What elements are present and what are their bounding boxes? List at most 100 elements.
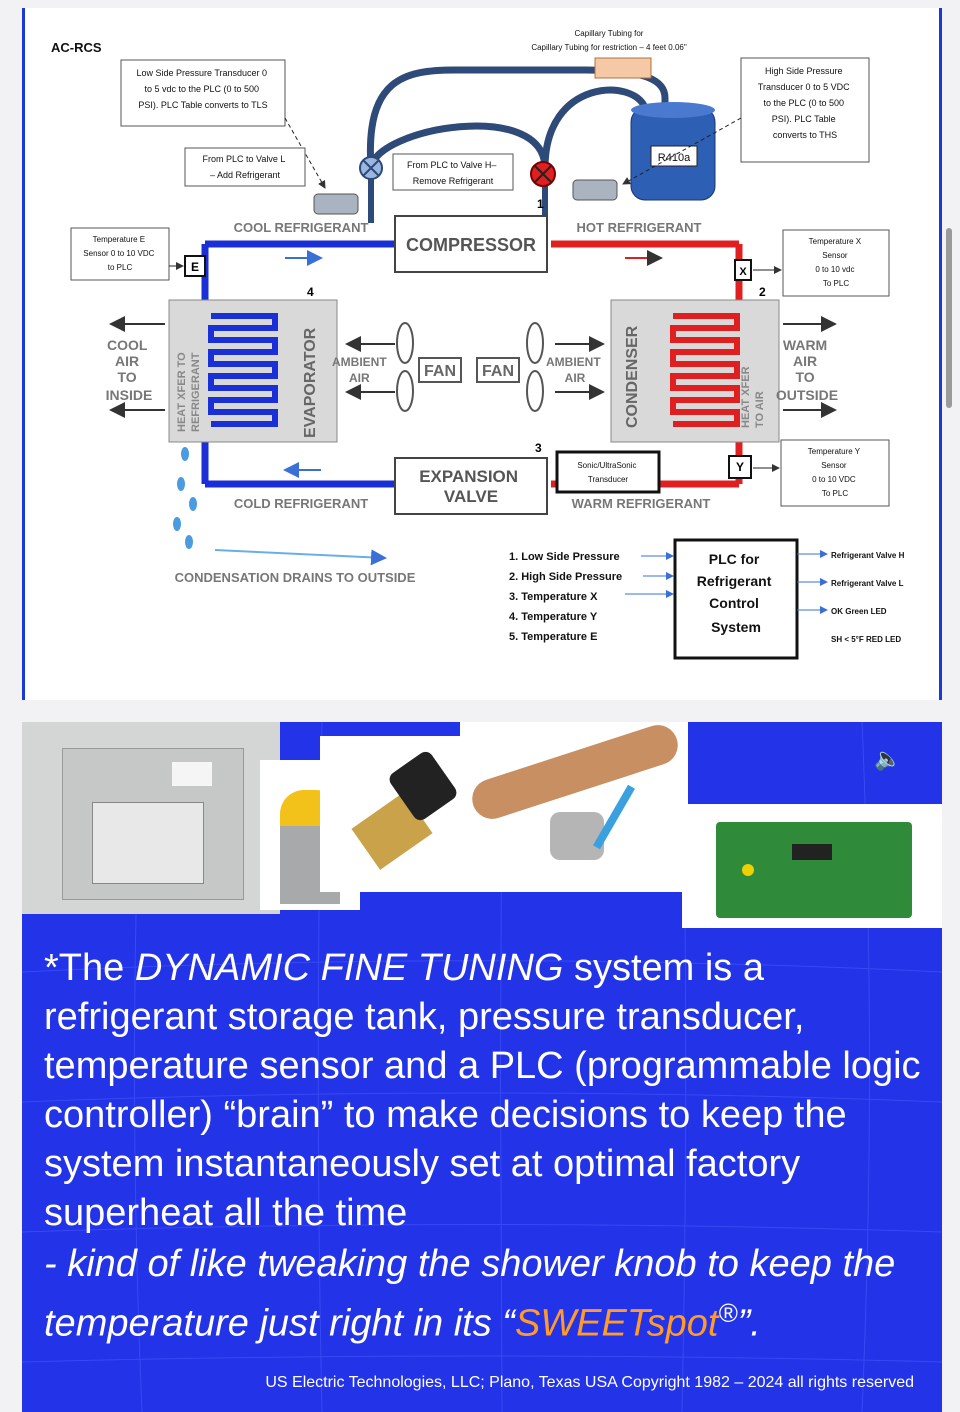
temp-y-line: To PLC — [822, 489, 848, 498]
svg-text:EXPANSION VALVE: EXPANSION VALVE — [419, 467, 523, 506]
fan-left-icon — [396, 322, 414, 412]
fan-right-box — [476, 357, 520, 383]
cool-air-line: TO — [117, 369, 136, 385]
water-drops-icon — [173, 447, 197, 549]
sensor-y-marker — [728, 455, 752, 479]
svg-text:From PLC to Valve H– Remov: From PLC to Valve H– Remove Refrigerant — [407, 160, 499, 186]
temp-e-callout — [70, 227, 170, 281]
plc-box-line: System — [711, 619, 761, 635]
plc-output: Refrigerant Valve L — [831, 579, 904, 588]
low-side-line: PSI). PLC Table converts to TLS — [138, 100, 267, 110]
temp-x-line: Temperature X — [809, 237, 862, 246]
warm-air-line: OUTSIDE — [776, 387, 838, 403]
fan-left-box — [418, 357, 462, 383]
hx-left-line-2: REFRIGERANT — [190, 352, 202, 432]
capillary-tube — [366, 66, 669, 169]
cool-air-line: INSIDE — [106, 387, 153, 403]
svg-text:Temperature X Sensor 0: Temperature X Sensor 0 to 10 vdc To PLC — [809, 237, 864, 288]
temp-e-line: to PLC — [108, 263, 133, 272]
hot-refrigerant-label: HOT REFRIGERANT — [577, 220, 702, 235]
sweetspot-text: SWEETspot — [514, 1302, 719, 1345]
high-side-line: converts to THS — [773, 130, 837, 140]
capillary-restriction — [594, 57, 652, 79]
plc-module-photo — [22, 722, 280, 914]
low-side-transducer-icon — [313, 193, 359, 215]
cool-refrigerant-label: COOL REFRIGERANT — [234, 220, 369, 235]
cool-air-line: AIR — [115, 353, 139, 369]
circuit-board-photo — [682, 804, 942, 928]
plc-input: 5. Temperature E — [509, 631, 597, 643]
plc-box-line: Refrigerant — [697, 573, 772, 589]
temp-x-line: Sensor — [822, 251, 848, 260]
description-end: ”. — [737, 1302, 761, 1345]
pressure-transducer-photo — [320, 736, 470, 892]
warm-air-line: WARM — [783, 337, 827, 353]
description-slide: 🔈 *The DYNAMIC FINE TUNING system is a r… — [22, 722, 942, 1412]
svg-text:Temperature Y Sensor 0: Temperature Y Sensor 0 to 10 VDC To PLC — [808, 447, 862, 498]
svg-text:COOL AIR TO INSIDE: COOL AIR TO INSIDE — [106, 337, 153, 403]
fan-right-label: FAN — [482, 363, 514, 380]
tank-label: R410a — [658, 152, 691, 164]
fan-left-label: FAN — [424, 363, 456, 380]
hx-right-line-1: HEAT XFER — [740, 366, 752, 428]
description-em: DYNAMIC FINE TUNING — [134, 947, 564, 989]
valve-l-callout — [184, 147, 306, 187]
valve-l-line: – Add Refrigerant — [210, 170, 281, 180]
sensor-x-marker — [734, 259, 752, 281]
diagram-slide: AC-RCS Capillary Tubing for Capillary Tu… — [22, 8, 942, 700]
condenser-label: CONDENSER — [624, 325, 641, 428]
high-side-line: PSI). PLC Table — [772, 114, 836, 124]
valve-l-line: From PLC to Valve L — [202, 154, 285, 164]
evaporator-housing — [168, 299, 338, 443]
condensation-label: CONDENSATION DRAINS TO OUTSIDE — [175, 570, 416, 585]
svg-text:WARM AIR TO OUTSID: WARM AIR TO OUTSIDE — [776, 337, 838, 403]
compressor-label: COMPRESSOR — [406, 235, 536, 255]
expansion-line: EXPANSION — [419, 467, 518, 486]
capillary-label: Capillary Tubing for restriction – 4 fee… — [531, 43, 687, 52]
svg-text:AMBIENT AIR AMBIENT: AMBIENT AIR AMBIENT AIR — [332, 355, 604, 385]
temp-e-line: Sensor 0 to 10 VDC — [83, 249, 154, 258]
condenser-housing — [610, 299, 780, 443]
plc-box — [673, 538, 799, 660]
sensor-e-label: E — [191, 260, 199, 274]
sonic-transducer-box — [555, 450, 661, 494]
plc-input: 2. High Side Pressure — [509, 571, 622, 583]
svg-text:Low Side Pressure Transducer 0: Low Side Pressure Transducer 0 to 5 vdc … — [136, 68, 269, 110]
valve-h-line: Remove Refrigerant — [413, 176, 494, 186]
valve-h-line: From PLC to Valve H– — [407, 160, 496, 170]
sonic-line: Transducer — [588, 475, 629, 484]
speaker-icon[interactable]: 🔈 — [874, 746, 902, 771]
temp-e-line: Temperature E — [93, 235, 145, 244]
temp-x-callout — [782, 229, 890, 297]
plc-output: Refrigerant Valve H — [831, 551, 905, 560]
plc-output: OK Green LED — [831, 607, 887, 616]
copyright-footer: US Electric Technologies, LLC; Plano, Te… — [265, 1374, 914, 1391]
svg-text:From PLC to Valve L – Add: From PLC to Valve L – Add Refrigerant — [202, 154, 287, 180]
compressor-box — [394, 215, 548, 273]
low-side-line: to 5 vdc to the PLC (0 to 500 — [144, 84, 259, 94]
temperature-sensor-photo — [460, 722, 688, 892]
high-side-transducer-icon — [572, 179, 618, 201]
temp-x-line: 0 to 10 vdc — [815, 265, 854, 274]
refrigeration-diagram: AC-RCS Capillary Tubing for Capillary Tu… — [51, 29, 905, 660]
plc-input: 1. Low Side Pressure — [509, 551, 620, 563]
capillary-label-1: Capillary Tubing for — [575, 29, 644, 38]
diagram-title: AC-RCS — [51, 40, 102, 55]
svg-text:PLC for Refrigerant Co: PLC for Refrigerant Control System — [697, 551, 776, 635]
description-italic: - kind of like tweaking the shower knob … — [44, 1243, 896, 1345]
sonic-line: Sonic/UltraSonic — [577, 461, 636, 470]
scrollbar-thumb[interactable] — [946, 228, 952, 408]
plc-box-line: PLC for — [709, 551, 760, 567]
expansion-valve-box — [394, 457, 548, 515]
evaporator-coil — [208, 313, 278, 427]
ambient-left-line: AIR — [349, 371, 370, 385]
temp-y-line: Temperature Y — [808, 447, 861, 456]
point-1: 1 — [537, 197, 544, 211]
condenser-coil — [670, 313, 740, 427]
plc-input: 4. Temperature Y — [509, 611, 598, 623]
svg-text:Temperature E Sensor 0 to: Temperature E Sensor 0 to 10 VDC to PLC — [83, 235, 156, 272]
temp-y-callout — [780, 439, 890, 507]
description-pre: *The — [44, 947, 135, 989]
description-text: *The DYNAMIC FINE TUNING system is a ref… — [44, 944, 942, 1349]
cool-air-line: COOL — [107, 337, 148, 353]
